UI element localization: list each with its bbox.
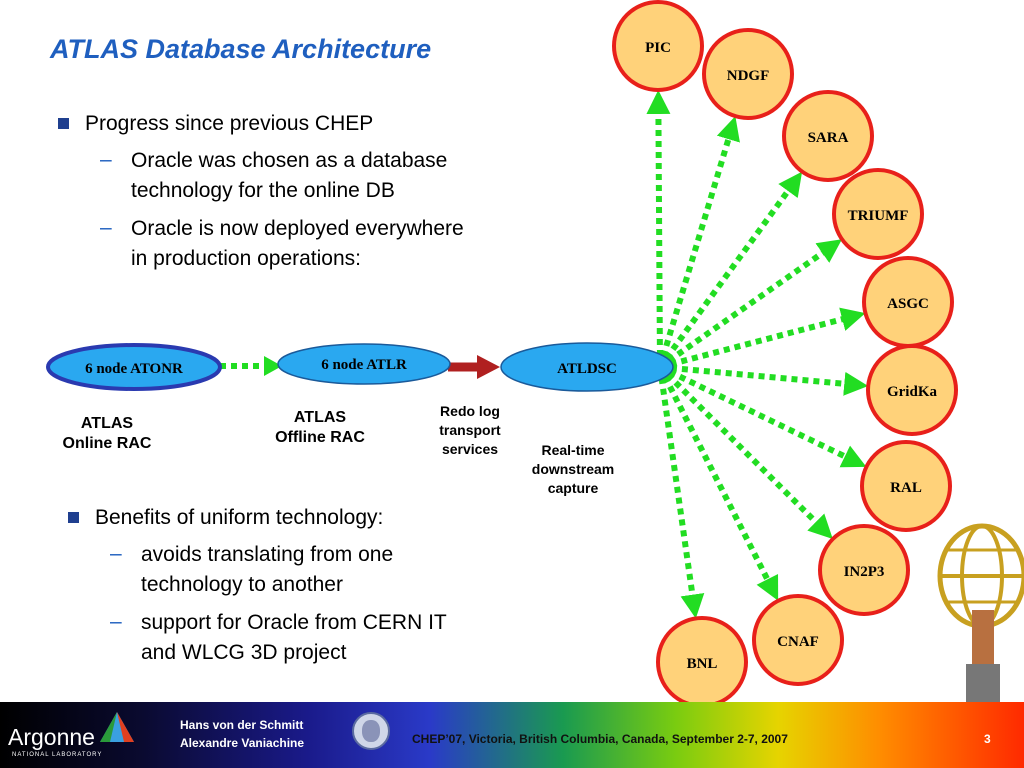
label-line: transport: [439, 422, 501, 438]
arrow-atldsc-bnl: [657, 366, 705, 619]
label-line: services: [441, 441, 499, 457]
dash-icon: –: [110, 610, 122, 633]
label-line: Real-time: [541, 442, 605, 458]
site-label-ndgf: NDGF: [727, 68, 770, 84]
max-planck-seal-icon: [352, 712, 390, 750]
bullet-benefits: Benefits of uniform technology:: [95, 506, 384, 529]
site-gridka: [866, 344, 958, 436]
sub-bullet-oracle-chosen: Oracle was chosen as a database technolo…: [131, 146, 447, 206]
arrow-atldsc-ndgf: [657, 116, 740, 368]
dash-icon: –: [100, 216, 112, 239]
site-label-sara: SARA: [808, 130, 849, 146]
sub-bullet-line: technology to another: [141, 573, 343, 596]
sub-bullet-line: support for Oracle from CERN IT: [141, 611, 447, 634]
sub-bullet-line: avoids translating from one: [141, 543, 394, 566]
page-number: 3: [984, 732, 991, 746]
label-line: ATLAS: [293, 409, 347, 426]
sub-bullet-line: and WLCG 3D project: [141, 641, 347, 664]
bullet-square-icon: [68, 512, 79, 523]
node-atldsc: [500, 342, 674, 392]
site-sara: [782, 90, 874, 182]
dash-icon: –: [100, 148, 112, 171]
sub-bullet-line: Oracle is now deployed everywhere: [131, 217, 464, 240]
arrow-atldsc-in2p3: [657, 364, 833, 539]
arrow-head-atonr-atlr: [264, 356, 282, 376]
label-line: Redo log: [440, 403, 500, 419]
sub-bullet-line: technology for the online DB: [131, 179, 395, 202]
site-ral: [860, 440, 952, 532]
sub-bullet-avoids-translating: avoids translating from one technology t…: [141, 540, 393, 600]
dash-icon: –: [110, 542, 122, 565]
arrow-head-atlr-atldsc: [477, 355, 500, 379]
footer-authors: Hans von der Schmitt Alexandre Vaniachin…: [180, 716, 304, 752]
site-pic: [612, 0, 704, 92]
bullet-progress: Progress since previous CHEP: [85, 112, 374, 135]
label-online-rac: ATLAS Online RAC: [42, 414, 172, 454]
label-line: Offline RAC: [275, 429, 365, 446]
sub-bullet-line: in production operations:: [131, 247, 361, 270]
arrow-atldsc-triumf: [658, 239, 842, 370]
page-title: ATLAS Database Architecture: [50, 34, 432, 64]
label-line: capture: [547, 480, 599, 496]
author-name: Hans von der Schmitt: [180, 718, 304, 732]
site-label-ral: RAL: [890, 480, 922, 496]
arrow-atldsc-asgc: [659, 307, 866, 370]
arrow-atldsc-pic: [646, 89, 671, 368]
footer-conference: CHEP’07, Victoria, British Columbia, Can…: [412, 732, 788, 746]
node-atonr: [46, 343, 222, 391]
site-label-cnaf: CNAF: [777, 634, 819, 650]
label-line: downstream: [531, 461, 615, 477]
site-label-asgc: ASGC: [887, 296, 929, 312]
site-in2p3: [818, 524, 910, 616]
sub-bullet-oracle-deployed: Oracle is now deployed everywhere in pro…: [131, 214, 464, 274]
label-line: ATLAS: [80, 415, 134, 432]
label-redo-log: Redo log transport services: [420, 402, 520, 459]
site-ndgf: [702, 28, 794, 120]
site-label-in2p3: IN2P3: [844, 564, 885, 580]
footer-bar: [0, 702, 1024, 768]
author-name: Alexandre Vaniachine: [180, 736, 305, 750]
bullet-square-icon: [58, 118, 69, 129]
arrow-atldsc-sara: [657, 171, 803, 369]
site-label-gridka: GridKa: [887, 384, 938, 400]
sub-bullet-oracle-support: support for Oracle from CERN IT and WLCG…: [141, 608, 447, 668]
node-atonr-label: 6 node ATONR: [85, 361, 183, 377]
site-cnaf: [752, 594, 844, 686]
site-label-bnl: BNL: [687, 656, 718, 672]
node-atlr-label: 6 node ATLR: [321, 357, 407, 373]
argonne-logo-subtext: NATIONAL LABORATORY: [12, 752, 103, 758]
argonne-logo-text: Argonne: [8, 724, 95, 750]
node-atlr: [277, 343, 451, 385]
label-real-time-capture: Real-time downstream capture: [518, 441, 628, 498]
site-label-pic: PIC: [645, 40, 671, 56]
label-offline-rac: ATLAS Offline RAC: [255, 408, 385, 448]
node-atldsc-label: ATLDSC: [557, 361, 617, 377]
label-line: Online RAC: [62, 435, 152, 452]
sub-bullet-line: Oracle was chosen as a database: [131, 149, 448, 172]
arrow-atldsc-ral: [658, 364, 867, 468]
site-label-triumf: TRIUMF: [848, 208, 909, 224]
site-triumf: [832, 168, 924, 260]
arrow-atldsc-cnaf: [657, 365, 779, 601]
